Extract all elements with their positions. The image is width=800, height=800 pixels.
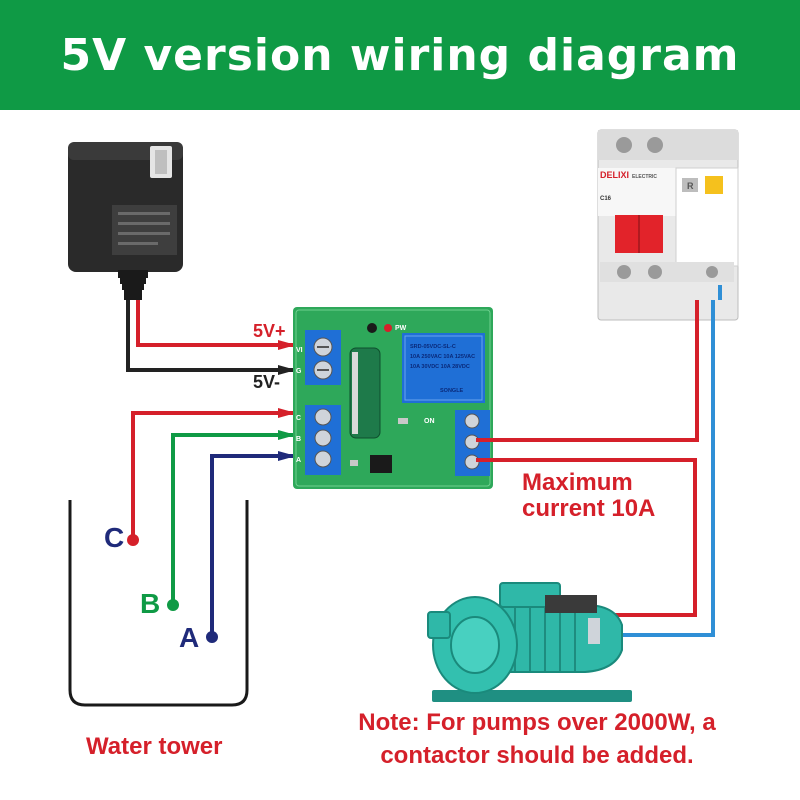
contactor-note: Note: For pumps over 2000W, a contactor …	[358, 709, 716, 769]
relay-board: VI G C B A PW ON SRD-05VDC-SL-C 10A 250V…	[293, 307, 493, 489]
max-current-label: Maximum current 10A	[522, 470, 655, 522]
probe-b-label: B	[140, 588, 161, 619]
circuit-breaker: DELIXI ELECTRIC C16 R	[597, 129, 739, 321]
voltage-positive-label: 5V+	[253, 321, 286, 341]
page-title: 5V version wiring diagram	[60, 29, 740, 81]
board-a-label: A	[296, 457, 301, 464]
max-current-line-2: current 10A	[522, 495, 656, 522]
relay-model-text: SRD-05VDC-SL-C	[410, 344, 456, 350]
sensor-wires	[127, 408, 300, 643]
probe-c-dot	[127, 534, 139, 546]
relay-rating-ac-text: 10A 250VAC 10A 125VAC	[410, 354, 475, 360]
title-banner: 5V version wiring diagram	[0, 0, 800, 110]
relay-brand-text: SONGLE	[440, 388, 464, 394]
breaker-brand: DELIXI	[600, 170, 629, 180]
probe-a-dot	[206, 631, 218, 643]
board-vi-label: VI	[296, 347, 303, 354]
probe-c-label: C	[104, 522, 125, 553]
water-tower-label: Water tower	[86, 733, 223, 760]
probe-a-label: A	[179, 622, 200, 653]
water-pump	[427, 582, 632, 702]
board-on-label: ON	[424, 418, 435, 425]
max-current-line-1: Maximum	[522, 469, 633, 496]
voltage-negative-label: 5V-	[253, 372, 281, 392]
board-c-label: C	[296, 415, 301, 422]
power-wires	[126, 300, 300, 375]
load-wires	[476, 285, 722, 637]
power-adapter	[68, 142, 183, 300]
probe-b-dot	[167, 599, 179, 611]
relay-rating-dc-text: 10A 30VDC 10A 28VDC	[410, 364, 470, 370]
board-g-label: G	[296, 368, 302, 375]
breaker-test-label: R	[687, 181, 694, 191]
board-b-label: B	[296, 436, 301, 443]
water-tower-outline	[68, 500, 249, 707]
breaker-brand-sub: ELECTRIC	[632, 174, 657, 180]
breaker-model: C16	[600, 196, 612, 202]
board-pw-label: PW	[395, 325, 407, 332]
